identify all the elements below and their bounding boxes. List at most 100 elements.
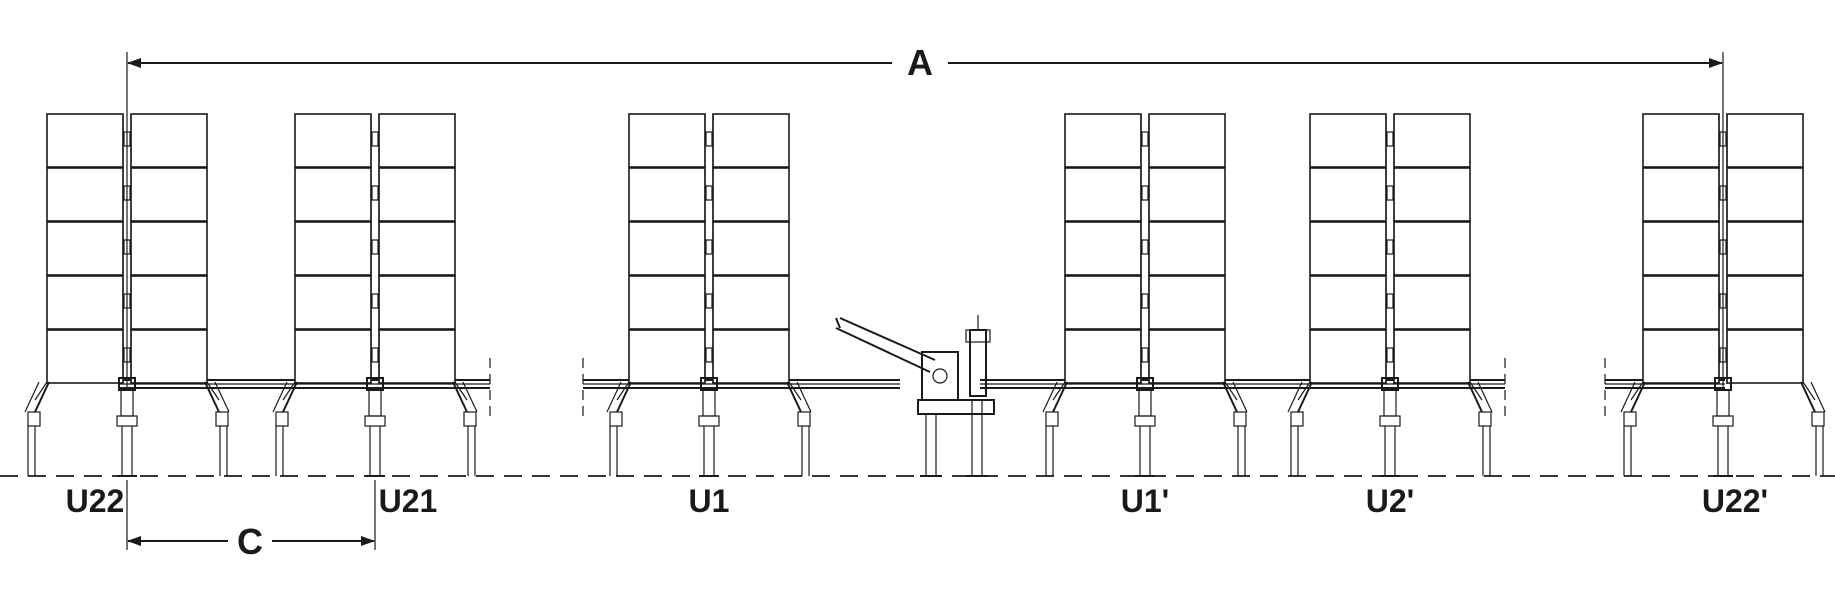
solar-panel bbox=[1064, 275, 1142, 330]
solar-panel bbox=[46, 329, 124, 384]
leg-brace bbox=[34, 381, 50, 413]
pier-clamp bbox=[1712, 415, 1734, 427]
panel-clamp bbox=[371, 347, 379, 363]
panel-stack bbox=[1309, 113, 1471, 384]
panel-clamp bbox=[705, 293, 713, 309]
actuator-arm bbox=[835, 327, 931, 373]
panel-clamp bbox=[1141, 293, 1149, 309]
leg-brace bbox=[204, 381, 220, 413]
pier-clamp bbox=[116, 415, 138, 427]
leg-joint bbox=[463, 411, 477, 427]
solar-panel bbox=[46, 113, 124, 168]
unit-label-u21: U21 bbox=[379, 483, 438, 519]
outrigger-leg bbox=[1467, 381, 1493, 476]
solar-panel bbox=[1393, 167, 1471, 222]
outrigger-leg bbox=[606, 381, 632, 476]
panel-clamp bbox=[1141, 185, 1149, 201]
pier-clamp bbox=[1379, 415, 1401, 427]
leg-brace bbox=[24, 381, 40, 413]
motor bbox=[969, 329, 987, 397]
outrigger-leg bbox=[1800, 381, 1826, 476]
leg-brace bbox=[1810, 381, 1826, 413]
outrigger-leg bbox=[1620, 381, 1646, 476]
panel-clamp bbox=[1719, 185, 1727, 201]
outrigger-leg bbox=[1042, 381, 1068, 476]
leg-joint bbox=[1478, 411, 1492, 427]
pier-clamp bbox=[698, 415, 720, 427]
solar-panel bbox=[1393, 221, 1471, 276]
leg-joint bbox=[215, 411, 229, 427]
solar-panel bbox=[378, 167, 456, 222]
solar-panel bbox=[1064, 329, 1142, 384]
panel-clamp bbox=[1719, 131, 1727, 147]
solar-panel bbox=[712, 167, 790, 222]
dimension-c: C bbox=[126, 480, 376, 562]
panel-clamp bbox=[1719, 239, 1727, 255]
leg-brace bbox=[616, 381, 632, 413]
solar-panel bbox=[1148, 113, 1226, 168]
outrigger-leg bbox=[1222, 381, 1248, 476]
panel-clamp bbox=[123, 347, 131, 363]
solar-panel bbox=[1393, 275, 1471, 330]
solar-panel bbox=[130, 221, 208, 276]
central-pier bbox=[364, 377, 386, 477]
panel-clamp bbox=[123, 293, 131, 309]
stack-brace bbox=[454, 381, 468, 401]
pier-bracket bbox=[1138, 389, 1152, 417]
solar-panel bbox=[130, 275, 208, 330]
solar-panel bbox=[378, 329, 456, 384]
leg-brace bbox=[272, 381, 288, 413]
panel-stack bbox=[1064, 113, 1226, 384]
actuator-arm-end bbox=[835, 317, 841, 329]
unit-label-u22-prime: U22' bbox=[1702, 483, 1768, 519]
solar-panel bbox=[1148, 275, 1226, 330]
unit-label-u1-prime: U1' bbox=[1121, 483, 1170, 519]
panel-clamp bbox=[1386, 293, 1394, 309]
solar-panel bbox=[294, 329, 372, 384]
pier-bracket bbox=[1716, 389, 1730, 417]
solar-panel bbox=[46, 221, 124, 276]
drive-unit bbox=[835, 315, 995, 477]
panel-clamp bbox=[371, 131, 379, 147]
central-pier bbox=[1712, 377, 1734, 477]
dimension-a: A bbox=[126, 42, 1724, 390]
solar-panel bbox=[1309, 167, 1387, 222]
solar-panel bbox=[1148, 221, 1226, 276]
solar-panel bbox=[1726, 329, 1804, 384]
unit-label-u2-prime: U2' bbox=[1366, 483, 1415, 519]
solar-panel bbox=[294, 221, 372, 276]
solar-panel bbox=[1309, 275, 1387, 330]
actuator-arm bbox=[839, 317, 936, 361]
panel-stack bbox=[294, 113, 456, 384]
solar-panel bbox=[46, 275, 124, 330]
outrigger-leg bbox=[452, 381, 478, 476]
leg-joint bbox=[797, 411, 811, 427]
solar-panel bbox=[628, 113, 706, 168]
pier-clamp bbox=[364, 415, 386, 427]
leg-joint bbox=[1623, 411, 1637, 427]
outrigger-leg bbox=[24, 381, 50, 476]
stack-brace bbox=[206, 381, 220, 401]
leg-brace bbox=[1620, 381, 1636, 413]
central-pier bbox=[1379, 377, 1401, 477]
panel-clamp bbox=[1141, 131, 1149, 147]
solar-panel bbox=[1064, 221, 1142, 276]
leg-brace bbox=[282, 381, 298, 413]
solar-panel bbox=[130, 329, 208, 384]
leg-brace bbox=[606, 381, 622, 413]
leg-brace bbox=[1052, 381, 1068, 413]
solar-panel bbox=[628, 221, 706, 276]
pier-clamp bbox=[1134, 415, 1156, 427]
solar-panel bbox=[712, 329, 790, 384]
solar-panel bbox=[1064, 113, 1142, 168]
leg-brace bbox=[1222, 381, 1238, 413]
leg-brace bbox=[1467, 381, 1483, 413]
stack-brace bbox=[1297, 381, 1311, 401]
gearbox bbox=[921, 351, 959, 401]
leg-brace bbox=[786, 381, 802, 413]
panel-clamp bbox=[1719, 293, 1727, 309]
leg-joint bbox=[1233, 411, 1247, 427]
stack-brace bbox=[34, 381, 48, 401]
stack-brace bbox=[282, 381, 296, 401]
